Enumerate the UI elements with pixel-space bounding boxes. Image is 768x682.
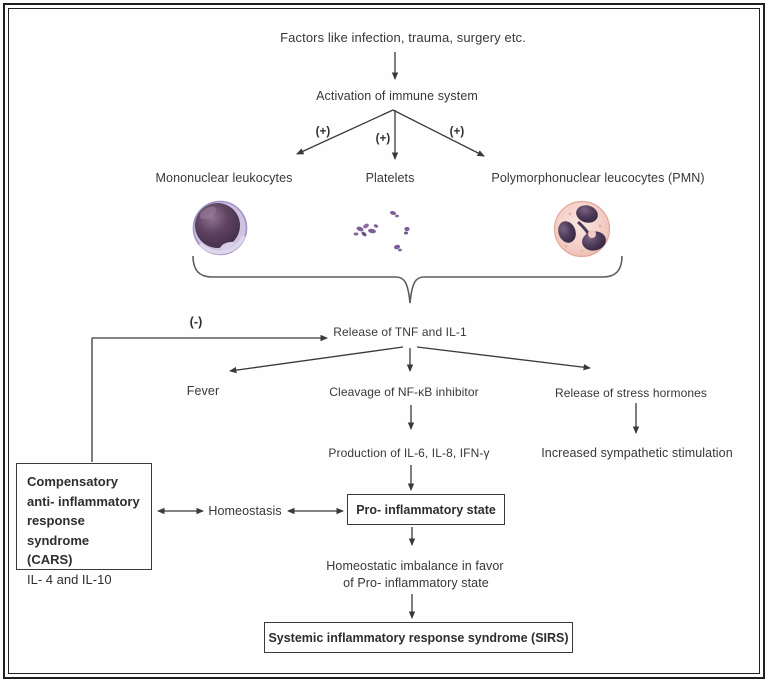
fever-label: Fever	[186, 384, 220, 398]
pro-inflammatory-label: Pro- inflammatory state	[356, 502, 496, 517]
platelet-cluster-icon	[353, 210, 410, 252]
stress-hormones-label: Release of stress hormones	[554, 386, 708, 400]
pmn-label: Polymorphonuclear leucocytes (PMN)	[491, 171, 705, 185]
cars-box: Compensatory anti- inflammatory response…	[16, 463, 152, 587]
factors-label: Factors like infection, trauma, surgery …	[280, 30, 526, 45]
cars-line5: IL- 4 and IL-10	[27, 571, 112, 587]
activation-label: Activation of immune system	[316, 89, 478, 103]
sirs-box: Systemic inflammatory response syndrome …	[264, 622, 573, 653]
polymorphonuclear-leucocyte-cell-icon	[553, 200, 611, 258]
platelets-label: Platelets	[365, 171, 415, 185]
sympathetic-label: Increased sympathetic stimulation	[541, 446, 733, 460]
imbalance-line1: Homeostatic imbalance in favor	[326, 559, 504, 573]
production-label: Production of IL-6, IL-8, IFN-γ	[328, 446, 490, 460]
cars-line3: response syndrome	[27, 513, 90, 548]
cleavage-label: Cleavage of NF-κB inhibitor	[329, 385, 479, 399]
imbalance-line2: of Pro- inflammatory state	[343, 576, 489, 590]
mononuclear-label: Mononuclear leukocytes	[155, 171, 293, 185]
cars-line2: anti- inflammatory	[27, 493, 140, 509]
plus-sign-right: (+)	[449, 126, 465, 138]
arrow-tnf-to-fever	[229, 346, 404, 374]
pro-inflammatory-box: Pro- inflammatory state	[347, 494, 505, 525]
release-tnf-label: Release of TNF and IL-1	[333, 325, 467, 339]
sirs-label: Systemic inflammatory response syndrome …	[268, 630, 569, 645]
arrow-activation-to-pmn	[392, 109, 485, 157]
plus-sign-center: (+)	[375, 133, 391, 145]
cars-line1: Compensatory	[27, 474, 119, 489]
cars-line4: (CARS)	[27, 552, 73, 567]
connector-arrows	[91, 52, 640, 619]
minus-sign: (-)	[189, 315, 203, 329]
homeostasis-label: Homeostasis	[208, 504, 282, 518]
brace-cells-to-tnf	[192, 255, 623, 304]
plus-sign-left: (+)	[315, 126, 331, 138]
mononuclear-leukocyte-cell-icon	[192, 200, 248, 256]
arrow-activation-to-mononuclear	[296, 109, 394, 155]
arrow-tnf-to-stress	[416, 346, 591, 371]
